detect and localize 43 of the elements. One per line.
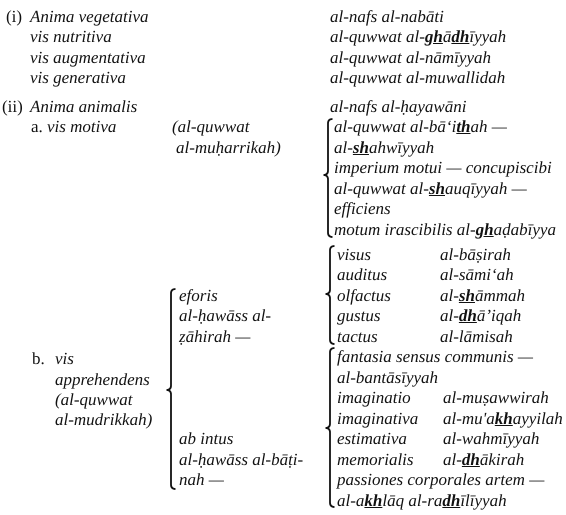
list-number: (i) [6,6,22,28]
term-text: al-sāmi‘ah [440,265,514,286]
term-text: visus [337,244,371,266]
term-text: estimativa [337,429,407,450]
term-text: olfactus [337,286,391,306]
term-text: (al-quwwat al-muḥarrikah) [172,117,281,158]
term-text: memorialis [337,450,414,470]
term-text: vis generativa [30,68,126,89]
term-text: al-quwwat al-muwallidah [330,68,506,89]
term-text: (al-quwwat al-mudrikkah) [55,390,152,431]
term-text: vis apprehendens [55,349,150,390]
term-text: ab intus [179,429,234,450]
list-number: a. [31,117,43,138]
term-text: al-mu'akhayyilah [443,408,563,430]
term-text: al-nafs al-ḥayawāni [330,96,466,118]
term-text: al-ḥawāss al- ẓāhirah — [179,306,272,348]
term-text: al-wahmīyyah [443,429,540,450]
term-text: al-dhā’iqah [440,306,522,327]
term-text: al-bāṣirah [440,244,511,266]
term-text: gustus [337,306,380,327]
list-number: (ii) [2,96,23,118]
term-text: tactus [337,326,378,348]
term-text: passiones corporales artem — al-akhlāq al-radhīlīyyah [337,470,544,512]
term-text: al-ḥawāss al-bāṭi- nah — [179,450,304,491]
term-text: vis augmentativa [30,48,146,68]
term-text: al-quwwat al-ghādhīyyah [330,27,506,48]
term-text: Anima animalis [30,96,138,118]
term-text: al-nafs al-nabāti [330,6,444,28]
list-number: b. [32,349,45,370]
term-text: vis nutritiva [30,27,112,48]
term-text: imaginatio [337,388,411,409]
term-text: al-muṣawwirah [443,388,549,409]
term-text: eforis [179,286,218,306]
term-text: vis motiva [47,117,116,138]
term-text: al-lāmisah [440,326,513,348]
term-text: motum irascibilis al-ghaḍabīyya [334,220,556,240]
term-text: imperium motui — concupiscibi [334,158,552,179]
term-text: al-dhākirah [443,450,524,470]
term-text: al-shāmmah [440,286,526,306]
term-text: al-quwwat al-nāmīyyah [330,48,492,68]
term-text: auditus [337,265,388,286]
term-text: Anima vegetativa [30,6,148,28]
term-text: imaginativa [337,408,418,430]
